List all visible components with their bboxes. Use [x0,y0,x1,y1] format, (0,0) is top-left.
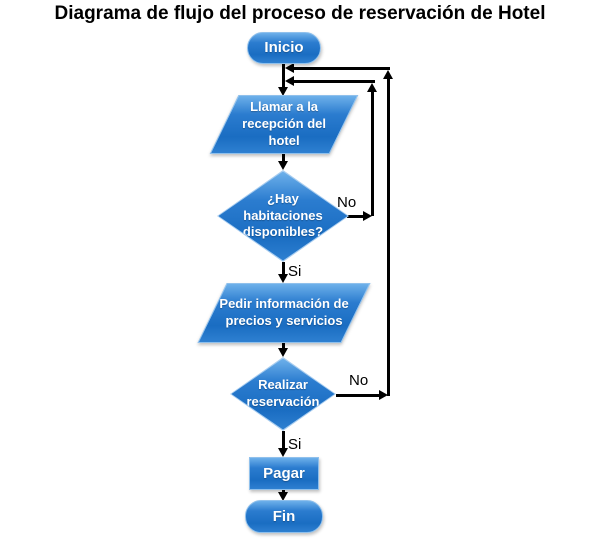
connector-return-outer-top [292,66,390,70]
node-realizar-reservacion-fill: Realizar reservación [231,358,335,430]
node-llamar-recepcion-io: Llamar a la recepción del hotel [209,95,359,154]
node-hay-habitaciones-decision: ¿Hay habitaciones disponibles? [217,170,349,262]
node-pedir-informacion-io: Pedir información de precios y servicios [197,283,371,343]
connector-return-outer-vertical [386,77,390,396]
connector-realizar-no [336,393,379,397]
connector-inicio-llamar [281,62,285,87]
edge-label-hay-si: Si [288,263,302,280]
arrowhead-inicio-llamar [277,87,288,96]
connector-pagar-fin [281,488,285,492]
arrowhead-hay-pedir [277,274,288,283]
node-fin-terminator: Fin [245,500,323,533]
arrowhead-realizar-pagar [277,448,288,457]
arrowhead-return-inner-up [367,82,377,92]
arrowhead-pagar-fin [277,492,288,501]
arrowhead-pedir-realizar [277,348,288,357]
connector-realizar-pagar [281,431,285,448]
edge-label-hay-no: No [337,194,357,211]
node-realizar-reservacion-label: Realizar reservación [246,377,320,409]
edge-label-realizar-no: No [349,372,369,389]
connector-return-inner-vertical [371,90,374,216]
arrowhead-return-outer-up [382,69,393,79]
connector-return-inner-top [292,79,375,83]
connector-llamar-hay [281,152,285,162]
connector-pedir-realizar [281,341,285,349]
node-hay-habitaciones-fill: ¿Hay habitaciones disponibles? [218,171,348,261]
arrowhead-return-inner [284,75,294,86]
connector-hay-pedir [281,262,285,274]
node-pagar-label: Pagar [263,464,305,482]
node-hay-habitaciones-label: ¿Hay habitaciones disponibles? [242,190,324,240]
arrowhead-llamar-hay [277,161,288,170]
edge-label-realizar-si: Si [288,436,302,453]
node-inicio-label: Inicio [264,39,304,57]
node-inicio-terminator: Inicio [247,32,321,64]
node-fin-label: Fin [272,507,296,525]
connector-hay-no [347,214,363,218]
node-pagar-process: Pagar [249,457,319,490]
node-realizar-reservacion-decision: Realizar reservación [230,357,336,431]
node-llamar-recepcion-label: Llamar a la recepción del hotel [242,99,326,148]
node-pedir-informacion-label: Pedir información de precios y servicios [219,296,349,328]
diagram-title: Diagrama de flujo del proceso de reserva… [54,3,546,24]
arrowhead-return-outer [284,62,294,73]
arrowhead-realizar-no [379,389,388,400]
arrowhead-hay-no [363,210,372,221]
